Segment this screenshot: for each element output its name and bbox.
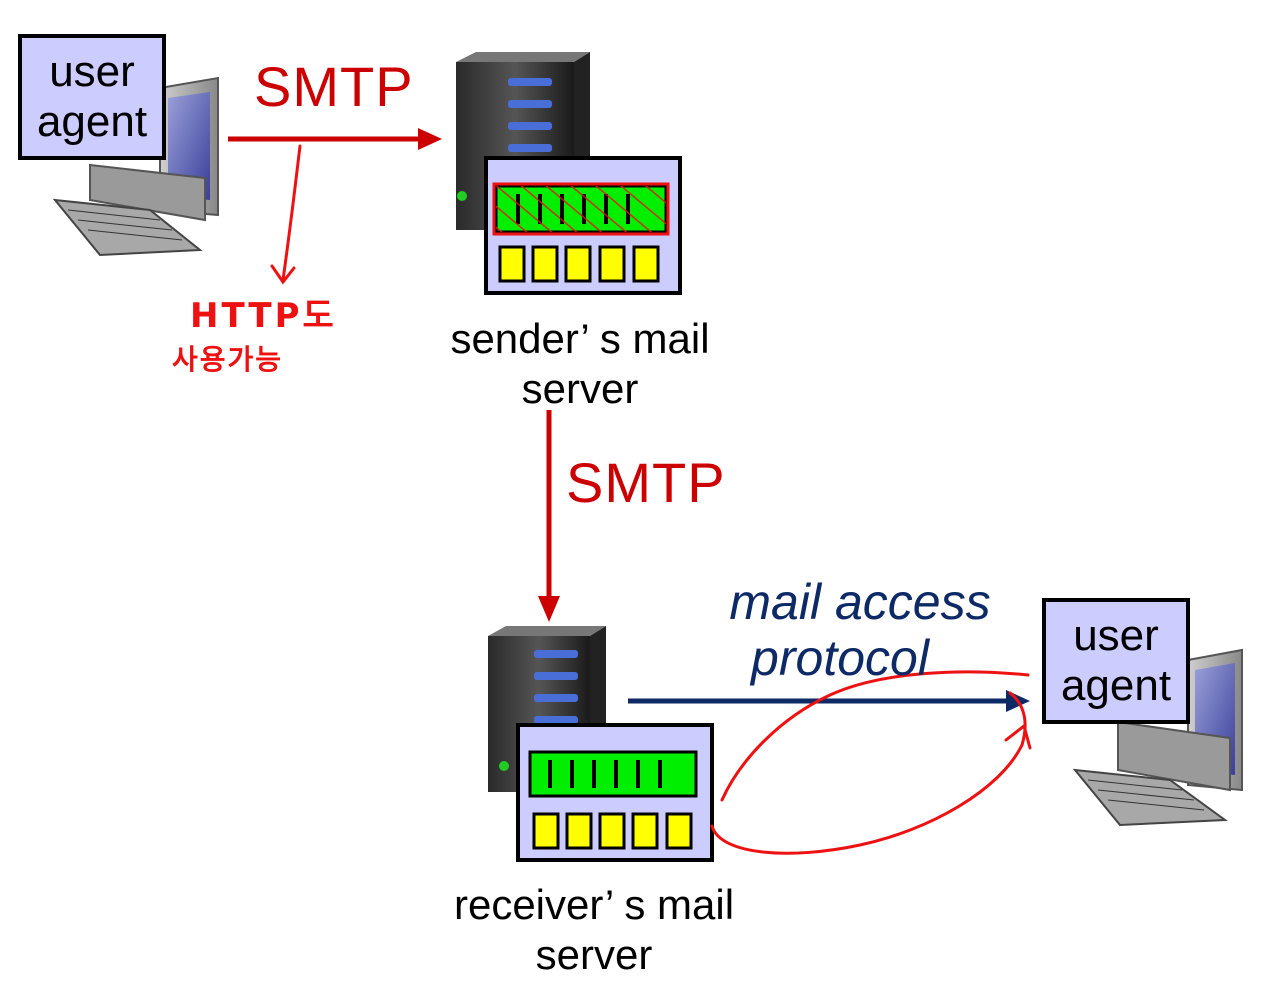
handwritten-note-line2: 사용가능 [172, 343, 284, 376]
user-agent-left-box[interactable]: user agent [18, 34, 166, 160]
receiver-server-label: receiver’ s mail server [424, 880, 764, 980]
smtp-arrow-vertical [538, 410, 560, 622]
handwritten-http-arrow [270, 144, 302, 285]
left-computer-icon [52, 76, 219, 257]
sender-server-label: sender’ s mail server [420, 314, 740, 414]
receiver-server-label-line1: receiver’ s mail [453, 881, 735, 928]
receiver-server-label-line2: server [535, 931, 653, 978]
mail-access-line2: protocol [751, 630, 929, 686]
user-agent-right-line1: user [1073, 611, 1159, 660]
handwritten-loop-arrow [710, 670, 1032, 855]
user-agent-right-line2: agent [1060, 661, 1172, 710]
user-agent-left-line1: user [49, 47, 135, 96]
sender-mail-queue-panel [484, 156, 682, 295]
mail-access-line1: mail access [729, 574, 991, 630]
user-agent-right-box[interactable]: user agent [1042, 598, 1190, 724]
sender-server-label-line2: server [521, 365, 639, 412]
receiver-mail-queue-panel [516, 723, 714, 862]
smtp-label-middle: SMTP [566, 451, 726, 514]
right-computer-icon [1072, 648, 1243, 827]
mail-access-arrow [628, 690, 1030, 712]
user-agent-left-line2: agent [36, 97, 148, 146]
smtp-arrow-top [228, 128, 442, 150]
sender-server-label-line1: sender’ s mail [450, 315, 710, 362]
smtp-label-top: SMTP [254, 55, 414, 118]
handwritten-note-line1: HTTP도 [190, 296, 337, 336]
mail-access-protocol-label: mail access protocol [690, 574, 1030, 686]
